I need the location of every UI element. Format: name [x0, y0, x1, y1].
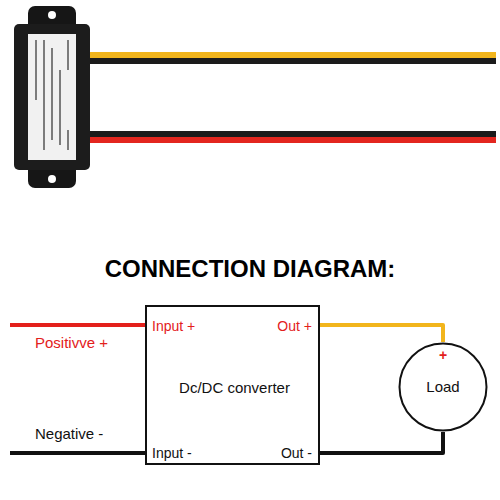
converter-box: Input + Out + Dc/DC converterInput - Out -: [145, 305, 320, 465]
yellow-wire: [86, 52, 496, 58]
print-line: [35, 40, 37, 100]
print-line: [59, 70, 61, 145]
print-line: [43, 40, 45, 150]
black-wire: [86, 131, 496, 137]
positive-wire: [10, 323, 146, 327]
load-circle: + Load: [398, 342, 488, 432]
negative-output-wire: [320, 432, 443, 453]
label-print: [36, 40, 68, 150]
black-wire: [86, 58, 496, 64]
mounting-hole: [48, 175, 56, 183]
negative-wire: [10, 451, 146, 455]
node-label: Load: [398, 378, 488, 395]
print-line: [51, 48, 53, 140]
node-label: Dc/DC converter: [147, 379, 322, 396]
pin-label: Input +: [152, 318, 195, 334]
wire-label: Negative -: [35, 425, 103, 442]
print-line: [67, 40, 69, 70]
module-label: [28, 34, 76, 160]
module-body: [14, 24, 90, 170]
pin-label: Input -: [152, 445, 192, 461]
diagram-title: CONNECTION DIAGRAM:: [0, 255, 500, 283]
mounting-hole: [48, 11, 56, 19]
wire-label: Positivve +: [35, 334, 108, 351]
print-line: [67, 130, 69, 150]
positive-output-wire: [320, 325, 443, 342]
polarity-mark: +: [398, 347, 488, 363]
red-wire: [86, 137, 496, 143]
pin-label: Out -: [281, 445, 312, 461]
pin-label: Out +: [277, 318, 312, 334]
